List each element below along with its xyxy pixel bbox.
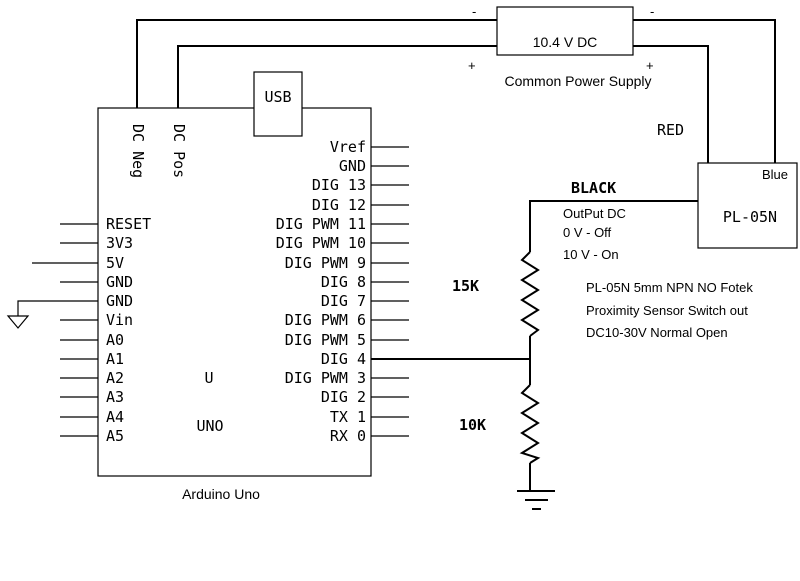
sensor-box [697, 162, 798, 249]
chip-label-u: U [204, 369, 213, 387]
pin-label-vref: Vref [330, 138, 366, 156]
sensor-desc-line-3: DC10-30V Normal Open [586, 325, 728, 340]
usb-port [253, 71, 303, 137]
pin-label-3v3: 3V3 [106, 234, 133, 252]
pin-label-dig3: DIG PWM 3 [285, 369, 366, 387]
pin-label-5v: 5V [106, 254, 124, 272]
gnd-pin-wire [17, 300, 98, 316]
pin-label-a1: A1 [106, 350, 124, 368]
arduino-caption: Arduino Uno [182, 486, 260, 502]
pin-label-rx0: RX 0 [330, 427, 366, 445]
power-supply-neg-left-sign: - [472, 4, 476, 19]
pin-label-dig6: DIG PWM 6 [285, 311, 366, 329]
sensor-blue-label: Blue [762, 167, 788, 182]
power-supply-neg-right-sign: - [650, 4, 654, 19]
dc-neg-wire [136, 19, 497, 108]
pin-label-gnd-right: GND [339, 157, 366, 175]
power-supply-box [496, 6, 634, 56]
sensor-output-line-3: 10 V - On [563, 247, 619, 262]
power-supply-pos-left-sign: + [468, 58, 476, 73]
dc-pos-wire [177, 45, 497, 108]
sensor-output-line-1: OutPut DC [563, 206, 626, 221]
sensor-red-label: RED [657, 121, 684, 139]
sensor-output-line-2: 0 V - Off [563, 225, 612, 240]
right-pins: Vref GND DIG 13 DIG 12 DIG PWM 11 DIG PW… [276, 138, 530, 445]
resistor-15k [520, 251, 540, 337]
arduino-outline [97, 107, 372, 477]
blue-wire [633, 19, 776, 163]
ground-symbol-icon [6, 315, 30, 329]
pin-label-dig13: DIG 13 [312, 176, 366, 194]
resistor-10k [519, 384, 541, 464]
pin-label-gnd-1: GND [106, 273, 133, 291]
sensor-black-label: BLACK [571, 179, 616, 197]
sensor-desc-line-1: PL-05N 5mm NPN NO Fotek [586, 280, 753, 295]
pin-label-dig12: DIG 12 [312, 196, 366, 214]
voltage-divider: 15K 10K [452, 200, 698, 490]
power-supply-pos-right-sign: + [646, 58, 654, 73]
sensor-desc-line-2: Proximity Sensor Switch out [586, 303, 748, 318]
dc-neg-label: DC Neg [129, 124, 147, 178]
sensor-label: PL-05N [723, 208, 777, 226]
power-supply-voltage-label: 10.4 V DC [533, 34, 598, 50]
pin-label-reset: RESET [106, 215, 151, 233]
black-output-wire [529, 200, 698, 252]
pin-label-tx1: TX 1 [330, 408, 366, 426]
proximity-sensor: PL-05N Blue RED BLACK OutPut DC 0 V - Of… [563, 121, 798, 340]
supply-wires [136, 19, 776, 163]
pin-label-dig5: DIG PWM 5 [285, 331, 366, 349]
pin-label-dig10: DIG PWM 10 [276, 234, 366, 252]
pin-label-dig7: DIG 7 [321, 292, 366, 310]
pin-label-a5: A5 [106, 427, 124, 445]
dc-pos-label: DC Pos [170, 124, 188, 178]
pin-label-a3: A3 [106, 388, 124, 406]
pin-label-dig9: DIG PWM 9 [285, 254, 366, 272]
ground-symbol-icon [517, 490, 555, 510]
pin-label-dig4: DIG 4 [321, 350, 366, 368]
resistor-10k-label: 10K [459, 416, 486, 434]
pin-label-a0: A0 [106, 331, 124, 349]
power-supply-caption: Common Power Supply [504, 73, 651, 89]
left-pins: RESET 3V3 5V GND GND Vin A0 A1 A2 A3 A4 … [17, 215, 151, 445]
chip-label-uno: UNO [196, 417, 223, 435]
pin-label-dig11: DIG PWM 11 [276, 215, 366, 233]
pin-label-dig2: DIG 2 [321, 388, 366, 406]
pin-label-a2: A2 [106, 369, 124, 387]
pin-label-gnd-2: GND [106, 292, 133, 310]
pin-label-a4: A4 [106, 408, 124, 426]
usb-label: USB [264, 88, 291, 106]
ground-triangle [6, 315, 30, 329]
red-wire [633, 45, 709, 163]
power-supply: 10.4 V DC Common Power Supply - + - + [468, 4, 654, 89]
resistor-15k-label: 15K [452, 277, 479, 295]
pin-label-dig8: DIG 8 [321, 273, 366, 291]
pin-label-vin: Vin [106, 311, 133, 329]
arduino-board: USB DC Neg DC Pos U UNO Arduino Uno [97, 71, 372, 502]
